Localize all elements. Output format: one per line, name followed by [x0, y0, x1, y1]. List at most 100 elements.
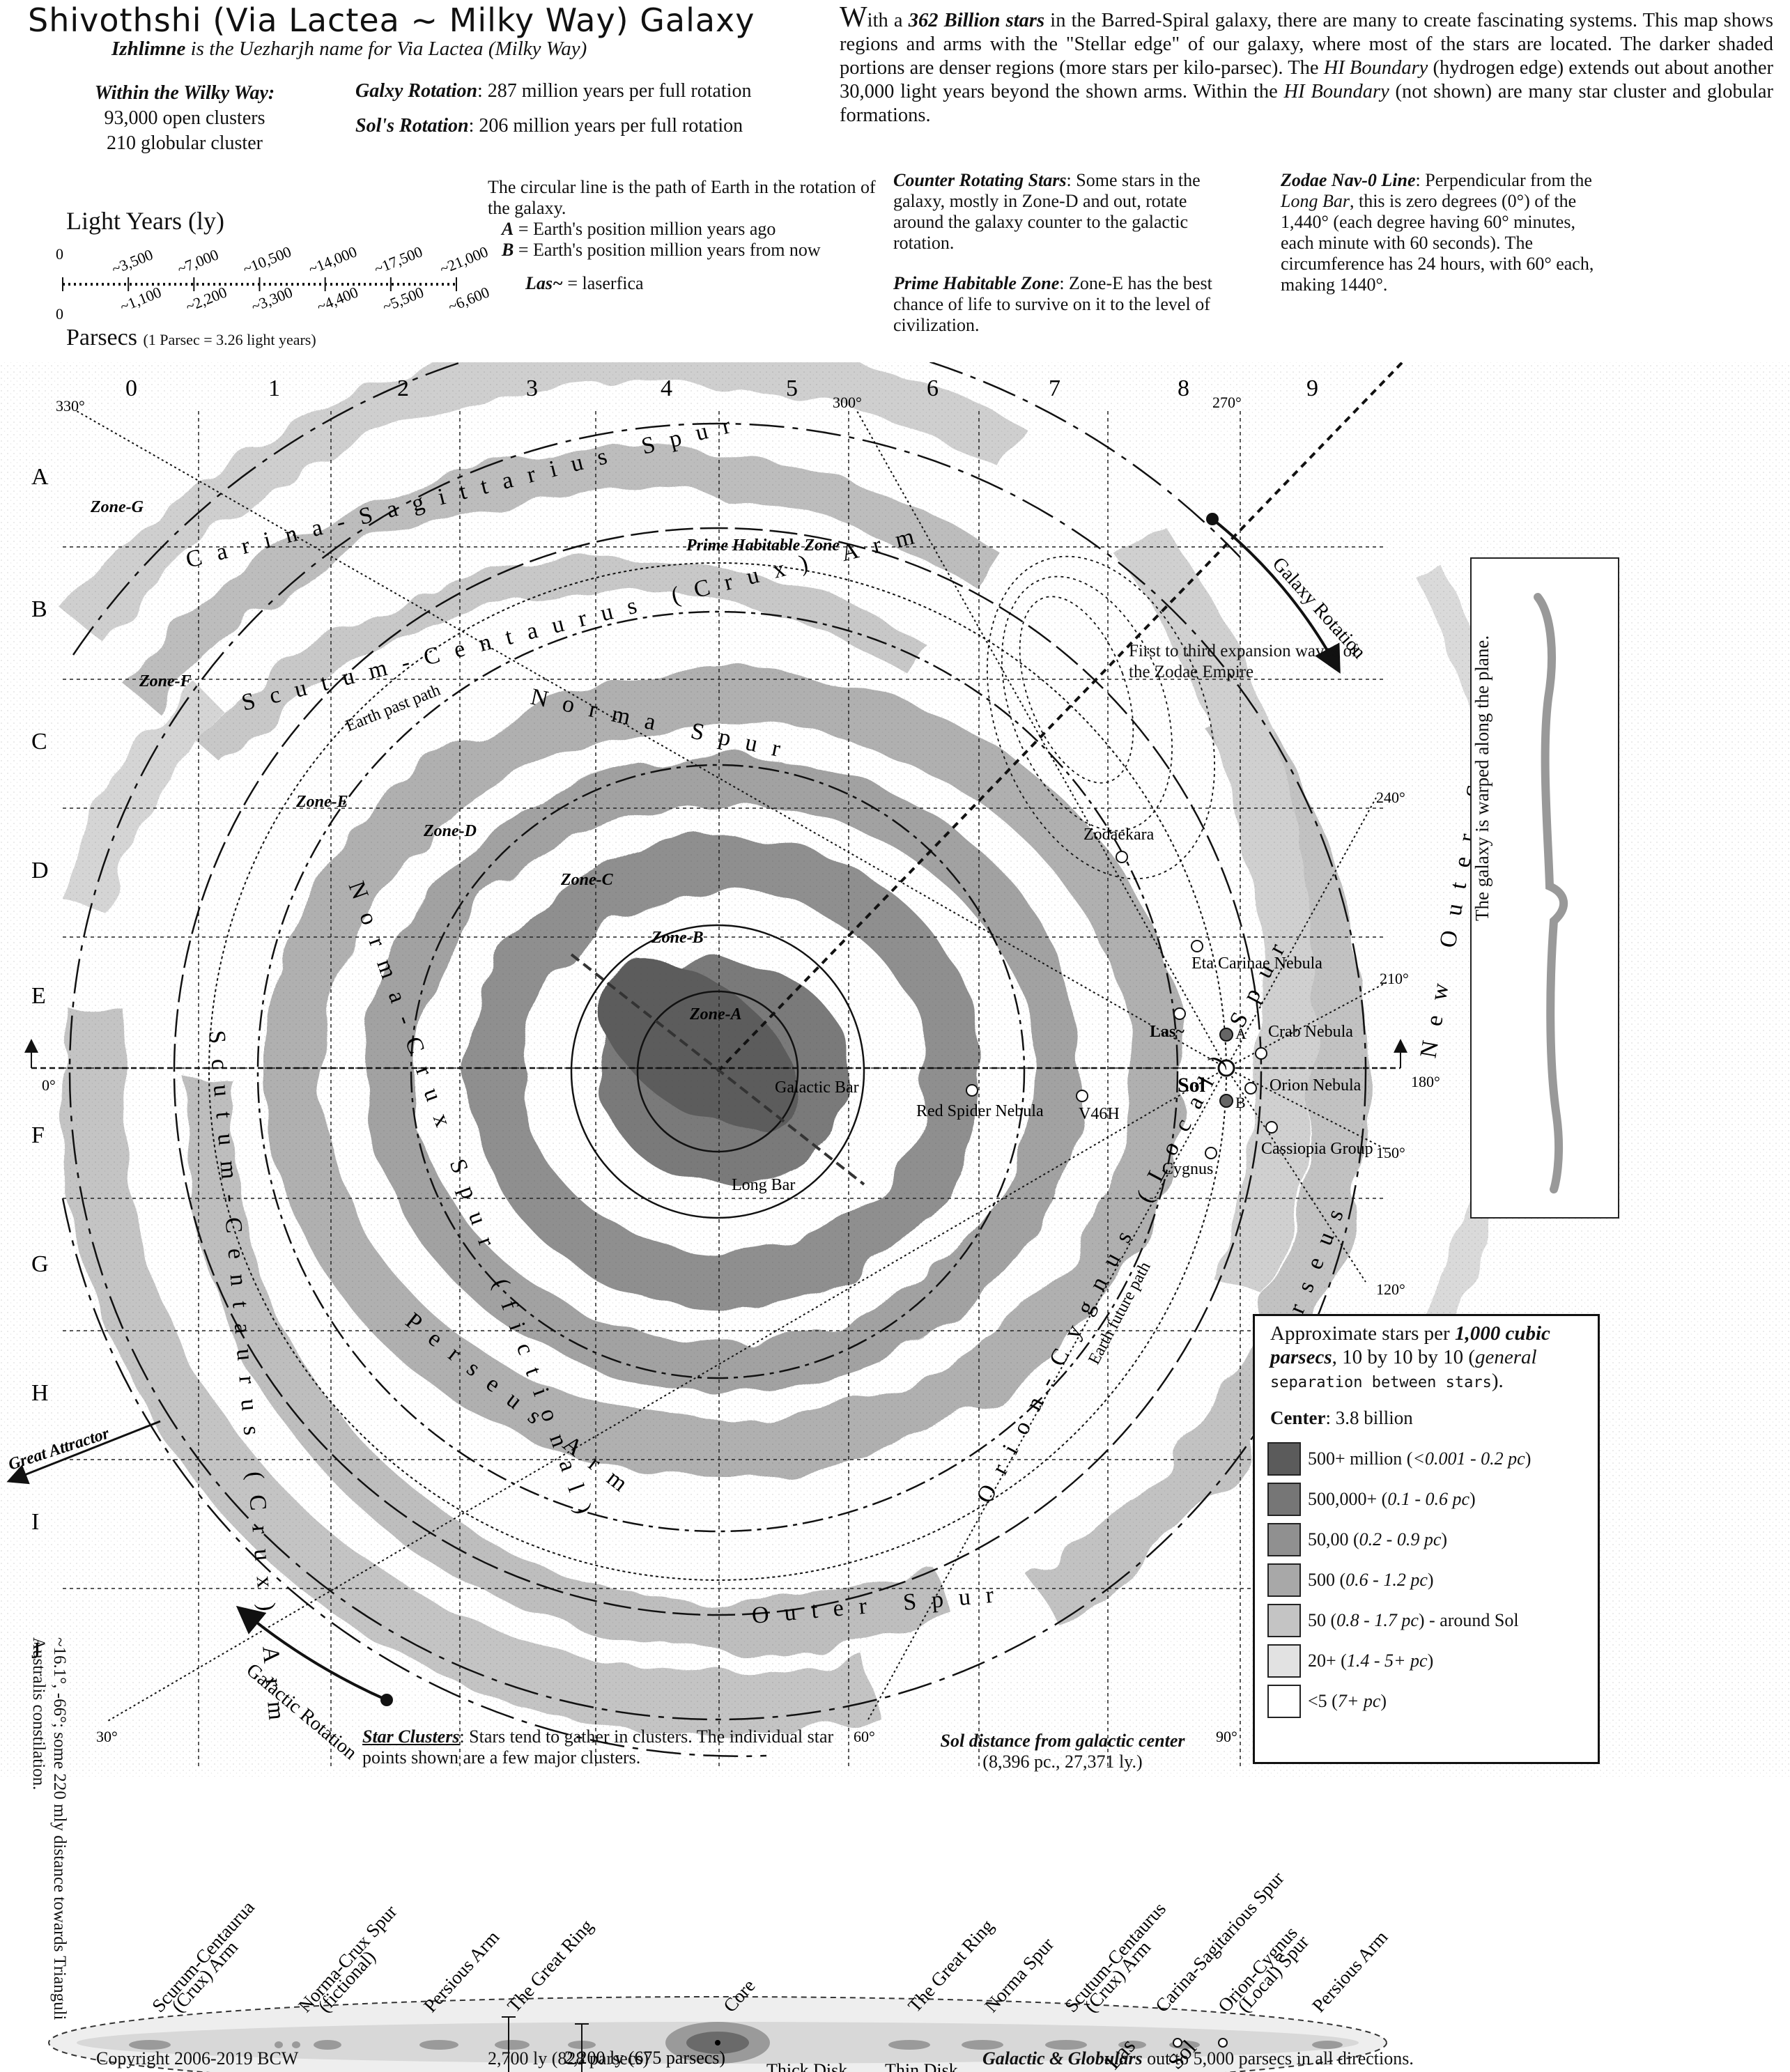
copyright: Copyright 2006-2019 BCW: [96, 2048, 299, 2069]
cygnus-marker: [1205, 1147, 1217, 1159]
great-attractor-arrow: [6, 1420, 161, 1485]
zodaekara-marker: [1116, 851, 1128, 863]
zone-g-arc: [72, 362, 1241, 656]
counter-note-text: : Some stars in the galaxy, mostly in Zo…: [893, 170, 1201, 253]
subtitle-latin: Via Lactea: [396, 38, 484, 60]
legend-row: 50,00 (0.2 - 0.9 pc): [1255, 1520, 1598, 1560]
earth-path-note: The circular line is the path of Earth i…: [488, 177, 878, 294]
earth-note-b-text: = Earth's position million years from no…: [518, 240, 821, 260]
zone-e-circle: [173, 527, 1263, 1616]
earth-note-b-key: B: [502, 240, 514, 260]
legend-center: Center: 3.8 billion: [1255, 1398, 1598, 1439]
pc-tick-label: ~5,500: [380, 283, 426, 315]
cygnus-label: Cygnus: [1162, 1160, 1213, 1178]
side-view-label: Scutum-Centaurus: [1060, 1899, 1170, 2016]
zodae-note-long-bar: Long Bar: [1281, 191, 1350, 211]
legend-title-3: separation between stars: [1270, 1374, 1492, 1391]
grid-row-label: D: [31, 858, 49, 883]
zone-d-circle: [256, 610, 1179, 1533]
legend-label: 50 (0.8 - 1.7 pc) - around Sol: [1308, 1610, 1519, 1630]
intro-text-1: ith a: [867, 10, 903, 31]
side-view-label: Scurum-Centaurua: [148, 1896, 259, 2016]
zone-a-label: Zone-A: [689, 1005, 742, 1023]
legend-swatch: [1267, 1685, 1301, 1718]
ly-tick-label: ~17,500: [371, 242, 424, 277]
galaxy-rotation-value: : 287 million years per full rotation: [477, 80, 752, 102]
degree-270: 270°: [1212, 394, 1242, 411]
clusters-note-label: Star Clusters: [362, 1726, 460, 1747]
sol-distance-note: Sol distance from galactic center (8,396…: [899, 1731, 1226, 1772]
earth-b-marker: [1219, 1094, 1233, 1108]
legend-title-end: ).: [1491, 1370, 1504, 1392]
grid-row-label: A: [31, 464, 49, 490]
crab-nebula-marker: [1255, 1047, 1267, 1060]
thick-disk-label: Thick Disk: [766, 2060, 847, 2072]
grid-column-label: 5: [786, 376, 798, 401]
side-view-label: Persious Arm: [1308, 1926, 1391, 2016]
zone-b-label: Zone-B: [651, 929, 704, 947]
degree-240: 240°: [1376, 789, 1405, 806]
zodae-note-text-2: , this is zero degrees (0°) of the 1,440…: [1281, 191, 1594, 295]
zone-f-circle: [68, 422, 1367, 1721]
grid-row-label: E: [31, 983, 46, 1009]
intro-hi-2: HI Boundary: [1283, 81, 1389, 102]
pc-tick-label: ~4,400: [314, 283, 360, 315]
grid-column-label: 1: [268, 376, 280, 401]
zone-c-circle: [410, 764, 1026, 1379]
legend-row: <5 (7+ pc): [1255, 1681, 1598, 1722]
intro-text-3: (hydrogen edge) extends out about anothe…: [840, 57, 1773, 102]
cassiopia-label: Cassiopia Group: [1261, 1140, 1373, 1158]
galactic-bar-line: [570, 953, 865, 1186]
zone-circles: [68, 422, 1367, 1721]
clusters-note-text: : Stars tend to gather in clusters. The …: [362, 1726, 834, 1768]
ly-tick-label: ~14,000: [306, 242, 359, 277]
legend-label: 500 (0.6 - 1.2 pc): [1308, 1570, 1434, 1590]
pc-tick-label: ~3,300: [249, 283, 295, 315]
grid-column-label: 4: [661, 376, 672, 401]
galaxy-rotation-label: Galxy Rotation: [355, 80, 478, 102]
earth-a-marker: [1219, 1028, 1233, 1042]
red-spider-marker: [966, 1084, 978, 1097]
long-bar-label: Long Bar: [732, 1176, 795, 1194]
degree-labels: 330° 300° 270° 240° 210° 180° 150° 120° …: [42, 394, 1440, 1745]
open-clusters: 93,000 open clusters: [104, 107, 265, 129]
distance-2700-label: 2,700 ly (828 parsecs): [488, 2048, 649, 2069]
las-marker: [1173, 1007, 1186, 1020]
legend-swatch: [1267, 1523, 1301, 1556]
thickness-markers: [502, 2016, 589, 2072]
a-marker-label: A: [1235, 1025, 1247, 1042]
zodae-nav-note: Zodae Nav-0 Line: Perpendicular from the…: [1281, 170, 1601, 295]
zone-e-label: Zone-E: [295, 793, 348, 811]
degree-300: 300°: [833, 394, 862, 411]
intro-text-4: (not shown) are many star cluster and gl…: [840, 81, 1774, 126]
earth-note-las-text: = laserfica: [567, 273, 644, 293]
cassiopia-marker: [1265, 1121, 1278, 1134]
orion-nebula-marker: [1244, 1082, 1257, 1095]
galactic-rotation-arrow: [236, 1605, 387, 1701]
earth-note-text: The circular line is the path of Earth i…: [488, 177, 876, 218]
legend-row: 500,000+ (0.1 - 0.6 pc): [1255, 1479, 1598, 1520]
orion-nebula-label: Orion Nebula: [1270, 1076, 1361, 1095]
degree-90: 90°: [1216, 1728, 1237, 1745]
page-title: Shivothshi (Via Lactea ~ Milky Way) Gala…: [28, 1, 755, 39]
sol-distance-value: (8,396 pc., 27,371 ly.): [982, 1752, 1143, 1772]
galactic-bar-label: Galactic Bar: [775, 1078, 859, 1097]
degree-150: 150°: [1376, 1144, 1405, 1161]
core-center: [715, 2040, 720, 2046]
degree-30: 30°: [96, 1728, 118, 1745]
pc-title-note: (1 Parsec = 3.26 light years): [143, 331, 316, 348]
galaxy-rotation-start: [1206, 513, 1219, 525]
expansion-waves: [986, 555, 1216, 880]
distance-2200-label: 2,200 ly (675 parsecs): [564, 2048, 725, 2068]
globulars-text: out to 5,000 parsecs in all directions.: [1147, 2048, 1414, 2069]
intro-paragraph: With a 362 Billion stars in the Barred-S…: [840, 3, 1774, 127]
pc-scale-title: Parsecs (1 Parsec = 3.26 light years): [66, 325, 316, 351]
legend-label: 500+ million (<0.001 - 0.2 pc): [1308, 1448, 1531, 1469]
zodaekara-label: Zodaekara: [1083, 826, 1155, 844]
legend-label: 500,000+ (0.1 - 0.6 pc): [1308, 1489, 1476, 1509]
zone-g-label: Zone-G: [90, 498, 144, 516]
warp-panel: The galaxy is warped along the plane.: [1470, 557, 1619, 1219]
eta-carinae-marker: [1191, 940, 1203, 952]
sol-label: Sol: [1178, 1074, 1205, 1097]
grid-row-label: B: [31, 596, 47, 622]
